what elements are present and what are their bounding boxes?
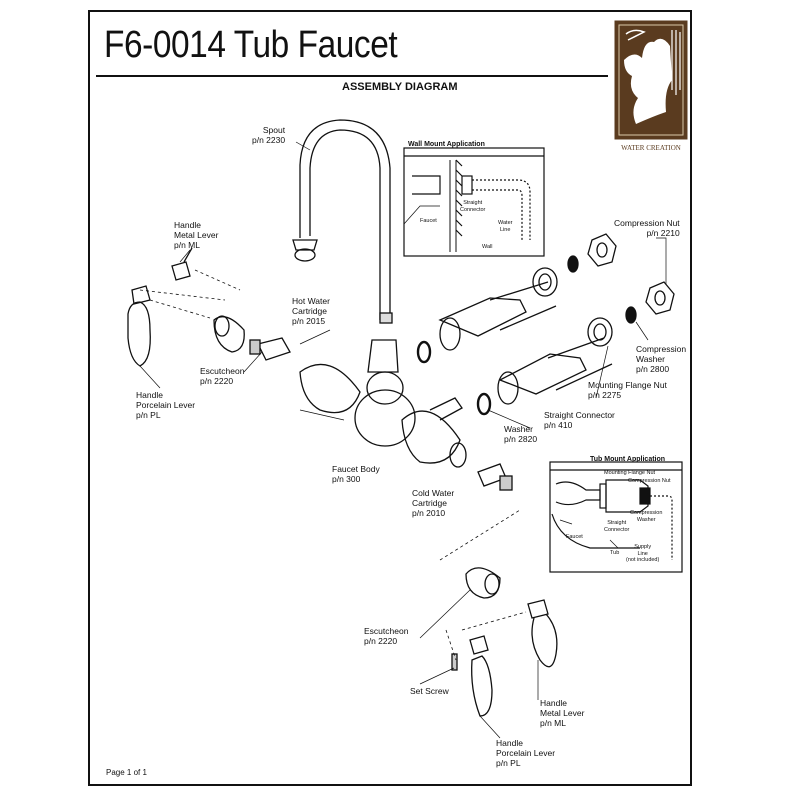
tub-connector-label: Straight Connector — [604, 520, 630, 533]
tub-mount-title: Tub Mount Application — [590, 456, 666, 463]
tub-faucet-label: Faucet — [566, 534, 583, 540]
escutcheon-left-label: Escutcheon p/n 2220 — [200, 366, 245, 386]
washer-label: Washer p/n 2820 — [504, 424, 538, 444]
handle-porcelain-right-label: Handle Porcelain Lever p/n PL — [496, 738, 556, 768]
diagram-subtitle: ASSEMBLY DIAGRAM — [342, 81, 458, 93]
wall-connector-label: Straight Connector — [460, 200, 486, 213]
faucet-body-label: Faucet Body p/n 300 — [332, 464, 380, 484]
page-border — [88, 10, 692, 786]
spout-tube — [299, 119, 391, 320]
handle-metal-lever-left-label: Handle Metal Lever p/n ML — [174, 220, 219, 250]
wall-mount-title: Wall Mount Application — [408, 141, 485, 148]
set-screw-label: Set Screw — [410, 686, 449, 696]
logo-brand-text: WATER CREATION — [621, 144, 681, 152]
compression-washer-label: Compression Washer p/n 2800 — [636, 344, 687, 374]
wall-mount-inset — [403, 147, 545, 257]
cold-water-cartridge-label: Cold Water Cartridge p/n 2010 — [412, 488, 455, 518]
page-number: Page 1 of 1 — [106, 768, 147, 777]
escutcheon-right-label: Escutcheon p/n 2220 — [364, 626, 409, 646]
wall-label: Wall — [482, 244, 493, 250]
mounting-flange-nut-label: Mounting Flange Nut p/n 2275 — [588, 380, 667, 400]
wall-waterline-label: Water Line — [498, 220, 513, 233]
compression-nut-label: Compression Nut p/n 2210 — [614, 218, 680, 238]
tub-flange-nut-label: Mounting Flange Nut — [604, 470, 656, 476]
title-rule — [96, 75, 608, 77]
tub-label: Tub — [610, 550, 620, 556]
spout-label: Spout p/n 2230 — [252, 125, 286, 145]
tub-compression-nut-label: Compression Nut — [628, 478, 671, 484]
tub-supply-line-label: Supply Line (not included) — [626, 544, 660, 563]
tub-washer-label: Compression Washer — [630, 510, 663, 523]
page-title: F6-0014 Tub Faucet — [104, 24, 398, 66]
handle-porcelain-left-label: Handle Porcelain Lever p/n PL — [136, 390, 196, 420]
wall-faucet-label: Faucet — [420, 218, 437, 224]
water-creation-logo: WATER CREATION — [614, 20, 688, 152]
straight-connector-label: Straight Connector p/n 410 — [544, 410, 615, 430]
tub-mount-inset — [549, 461, 683, 573]
hot-water-cartridge-label: Hot Water Cartridge p/n 2015 — [292, 296, 330, 326]
handle-metal-lever-right-label: Handle Metal Lever p/n ML — [540, 698, 585, 728]
